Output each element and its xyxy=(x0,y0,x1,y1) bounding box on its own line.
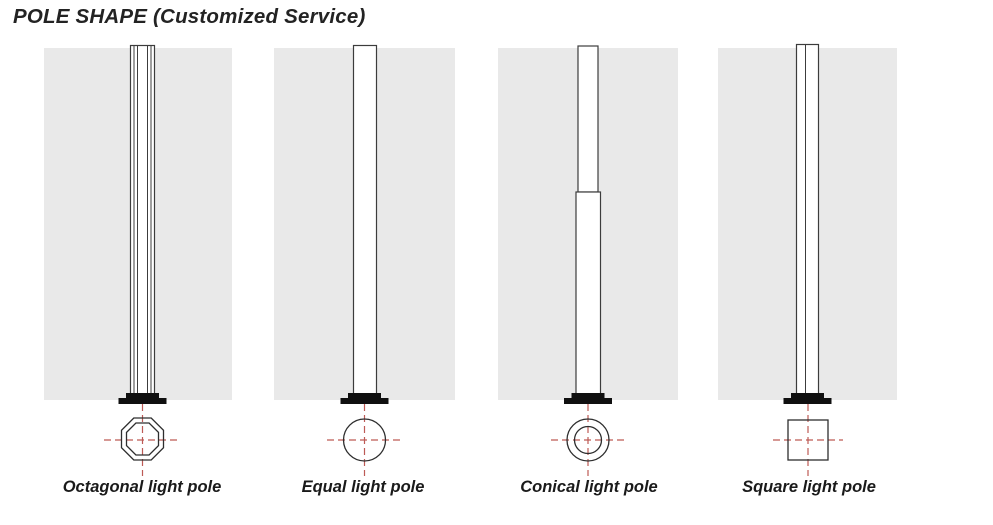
figure-octagonal-drawing xyxy=(44,44,232,476)
pole-lower-segment xyxy=(575,191,602,395)
pole-label-square: Square light pole xyxy=(742,478,876,496)
figure-square-drawing xyxy=(718,43,897,476)
pole-label-equal: Equal light pole xyxy=(301,478,425,496)
pole-label-octagonal: Octagonal light pole xyxy=(62,478,222,496)
cross-section-circle xyxy=(342,418,387,462)
pole-base-flange xyxy=(783,393,832,404)
pole-base-flange xyxy=(564,393,612,404)
cross-section-octagon-inner xyxy=(125,422,160,456)
page-title: POLE SHAPE (Customized Service) xyxy=(13,5,366,28)
pole-facet-lines xyxy=(133,45,152,394)
cross-section-square xyxy=(787,419,829,461)
pole-drawing xyxy=(352,44,378,395)
figure-equal-drawing xyxy=(274,44,455,476)
pole-drawing xyxy=(795,43,820,395)
pole-upper-segment xyxy=(577,45,599,193)
figure-conical-drawing xyxy=(498,45,678,476)
cross-section-octagon-outer xyxy=(120,417,165,461)
pole-base-flange xyxy=(118,393,167,404)
pole-base-flange xyxy=(340,393,389,404)
cross-section-circle-inner xyxy=(573,425,603,455)
cross-section-circle-outer xyxy=(566,418,610,462)
pole-label-conical: Conical light pole xyxy=(520,478,658,496)
